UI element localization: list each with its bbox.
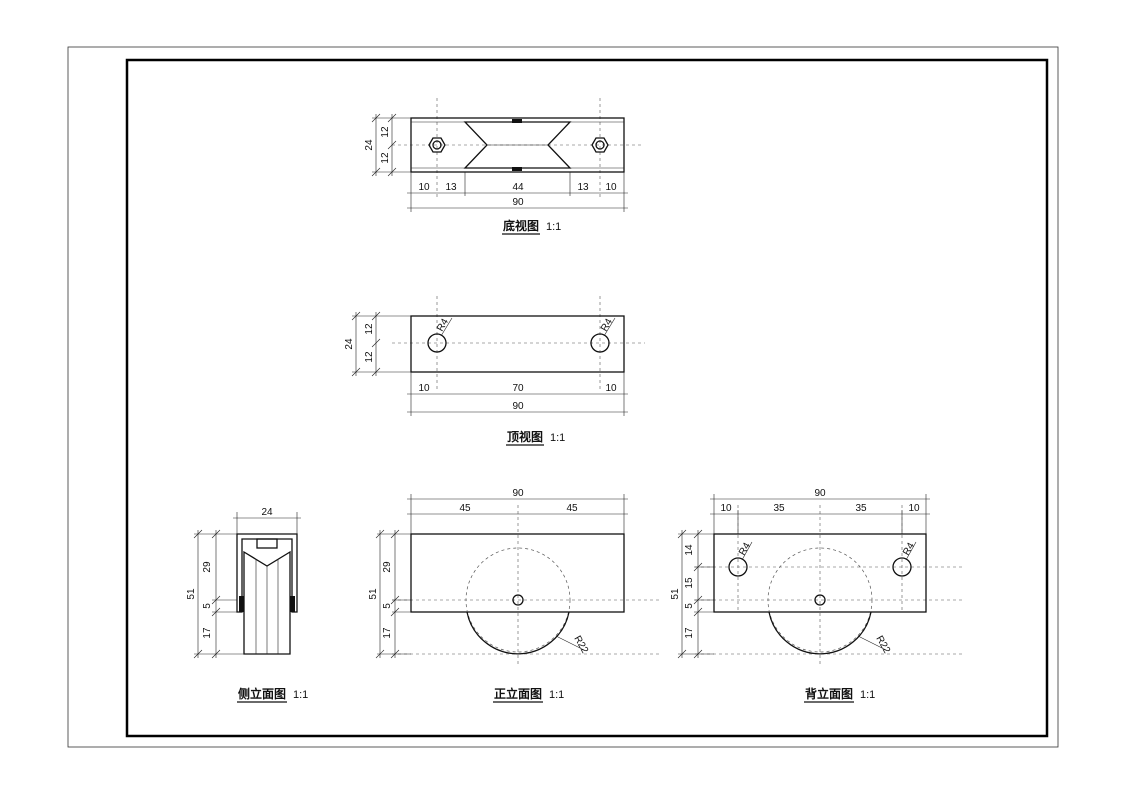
bottom-view: 12 12 24 10 13 44 13 10 90 底视图 1:1 — [364, 98, 642, 235]
bottom-view-scale: 1:1 — [546, 221, 561, 233]
dim-side-w: 24 — [261, 507, 273, 518]
bottom-view-title: 底视图 — [503, 218, 539, 233]
front-wheel — [466, 611, 570, 655]
nut-left — [428, 137, 446, 153]
dim-top-total-w: 90 — [512, 401, 524, 412]
dim-back-h4: 17 — [684, 627, 695, 639]
top-view-body — [410, 315, 625, 373]
bottom-view-body — [410, 117, 625, 173]
dim-bottom-h1: 12 — [380, 126, 391, 138]
dim-back-r-left: R4 — [737, 541, 753, 558]
dim-top-w1: 10 — [418, 383, 430, 394]
top-hole-left — [427, 333, 447, 353]
dim-top-r-right: R4 — [599, 317, 615, 334]
dim-front-h3: 17 — [382, 627, 393, 639]
back-wheel — [768, 611, 872, 655]
dim-front-total-w: 90 — [512, 488, 524, 499]
top-hole-right — [590, 333, 610, 353]
top-view-scale: 1:1 — [550, 432, 565, 444]
dim-back-w3: 35 — [855, 503, 867, 514]
side-view-scale: 1:1 — [293, 689, 308, 701]
dim-front-h1: 29 — [382, 561, 393, 573]
dim-back-total-w: 90 — [814, 488, 826, 499]
back-hole-left — [728, 557, 748, 577]
dim-top-w3: 10 — [605, 383, 617, 394]
dim-top-total-h: 24 — [344, 338, 355, 350]
side-view-title: 侧立面图 — [238, 686, 286, 701]
front-view: 90 45 45 R22 29 5 17 51 正立面图 1:1 — [368, 488, 660, 703]
dim-bottom-total-w: 90 — [512, 197, 524, 208]
back-view-title: 背立面图 — [805, 686, 853, 701]
dim-side-h3: 17 — [202, 627, 213, 639]
dim-top-h1: 12 — [364, 323, 375, 335]
dim-side-h1: 29 — [202, 561, 213, 573]
nut-right — [591, 137, 609, 153]
dim-bottom-total-h: 24 — [364, 139, 375, 151]
front-view-title: 正立面图 — [494, 686, 542, 701]
front-body — [410, 533, 625, 613]
back-body — [713, 533, 927, 613]
dim-back-r-right: R4 — [901, 541, 917, 558]
dim-bottom-w5: 10 — [605, 182, 617, 193]
dim-bottom-w1: 10 — [418, 182, 430, 193]
dim-bottom-h2: 12 — [380, 152, 391, 164]
top-view-title: 顶视图 — [507, 429, 543, 444]
back-view-scale: 1:1 — [860, 689, 875, 701]
dim-bottom-w3: 44 — [512, 182, 524, 193]
dim-back-w4: 10 — [908, 503, 920, 514]
dim-back-h2: 15 — [684, 577, 695, 589]
dim-back-h3: 5 — [684, 603, 695, 609]
side-bracket — [236, 533, 298, 613]
dim-front-h2: 5 — [382, 603, 393, 609]
outer-frame — [67, 46, 1059, 748]
dim-front-w1: 45 — [459, 503, 471, 514]
dim-back-w1: 10 — [720, 503, 732, 514]
dim-back-total-h: 51 — [670, 588, 681, 600]
dim-front-w2: 45 — [566, 503, 578, 514]
dim-back-w2: 35 — [773, 503, 785, 514]
dim-bottom-w2: 13 — [445, 182, 457, 193]
dim-back-h1: 14 — [684, 544, 695, 556]
dim-top-r-left: R4 — [435, 317, 451, 334]
dim-front-total-h: 51 — [368, 588, 379, 600]
dim-top-h2: 12 — [364, 351, 375, 363]
back-view: 90 10 35 35 10 R4 R4 R22 — [670, 488, 962, 703]
dim-side-h2: 5 — [202, 603, 213, 609]
dim-bottom-w4: 13 — [577, 182, 589, 193]
dim-top-w2: 70 — [512, 383, 524, 394]
dim-side-total-h: 51 — [186, 588, 197, 600]
back-hole-right — [892, 557, 912, 577]
inner-frame — [125, 58, 1049, 738]
side-view: 24 29 5 17 51 侧立面图 1:1 — [186, 507, 308, 703]
top-view: R4 R4 12 12 24 10 70 10 90 顶视图 1:1 — [344, 296, 645, 446]
front-view-scale: 1:1 — [549, 689, 564, 701]
